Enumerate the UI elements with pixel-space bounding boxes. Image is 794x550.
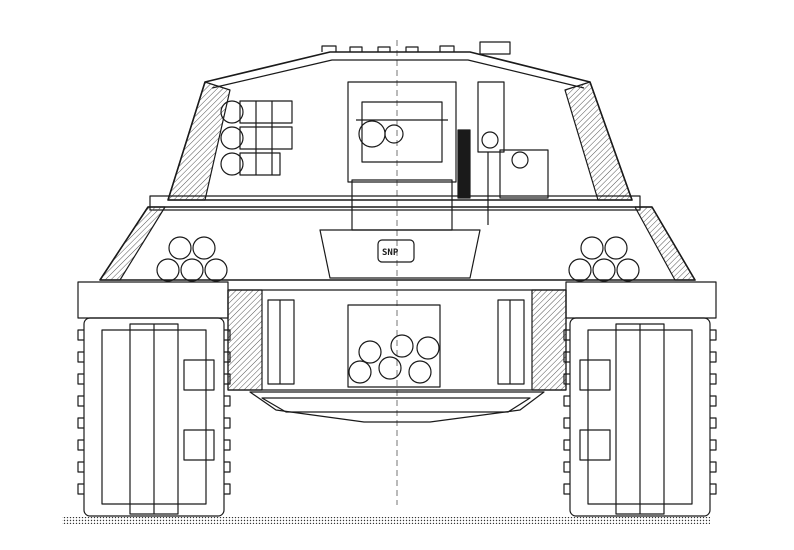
gun-breech: [347, 81, 471, 231]
hull-ammo-right: [568, 236, 640, 282]
fender-right: [565, 281, 717, 319]
gunner-sight: [477, 81, 549, 225]
ground-strip: [62, 517, 710, 524]
plate-label: SNP: [382, 248, 399, 258]
track-left: [77, 317, 231, 517]
turret-ammo-rack: [220, 100, 293, 176]
hull-upper: SNP: [99, 206, 696, 281]
turret: [167, 41, 633, 201]
fender-left: [77, 281, 229, 319]
hull-ammo-left: [156, 236, 228, 282]
turret-ring: [149, 195, 641, 211]
track-right: [563, 317, 717, 517]
